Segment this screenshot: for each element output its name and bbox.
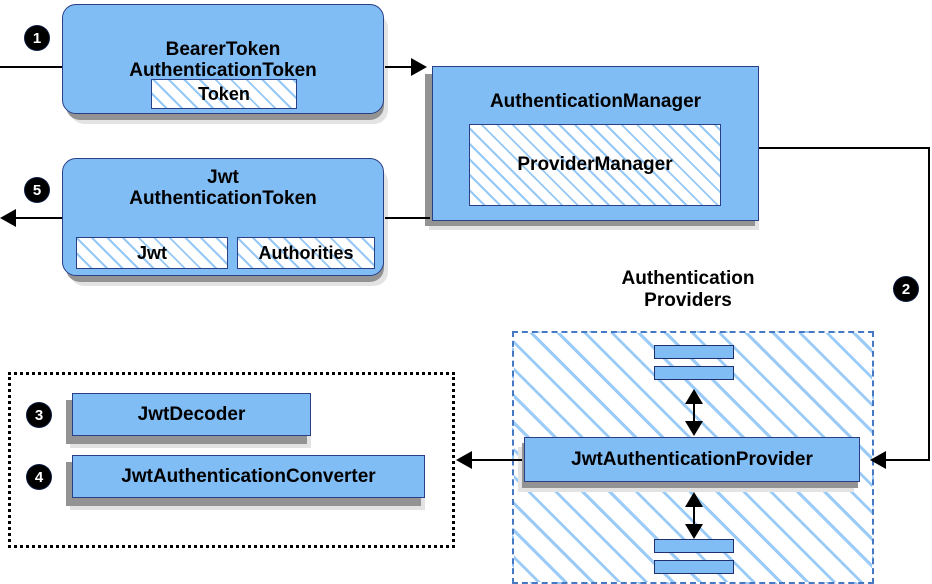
connector-right-down — [928, 147, 930, 460]
arrowhead-response-out — [0, 209, 16, 227]
jwt-token-slot-jwt-label: Jwt — [136, 242, 167, 263]
bearer-token-title-line1: BearerToken — [165, 38, 281, 60]
badge-step-1: 1 — [25, 26, 49, 50]
arrowhead-bottom-up — [685, 492, 703, 507]
authentication-providers-label-line1: Authentication — [621, 268, 755, 289]
arrowhead-to-decoders — [456, 451, 472, 469]
authentication-manager-title: AuthenticationManager — [489, 91, 702, 112]
jwt-token-slot-jwt[interactable]: Jwt — [76, 237, 228, 269]
jwt-authentication-converter-node[interactable]: JwtAuthenticationConverter — [72, 455, 425, 498]
arrowhead-to-manager — [411, 58, 427, 76]
jwt-support-components-region — [8, 372, 455, 548]
connector-bottom-double — [693, 499, 695, 529]
badge-step-3: 3 — [27, 403, 51, 427]
provider-manager-label: ProviderManager — [517, 154, 673, 175]
jwt-token-slot-authorities[interactable]: Authorities — [237, 237, 375, 269]
badge-step-4: 4 — [27, 465, 51, 489]
provider-stub-top-2 — [654, 366, 734, 380]
connector-provider-to-decoders — [470, 459, 522, 461]
jwt-authentication-provider-node[interactable]: JwtAuthenticationProvider — [524, 437, 860, 482]
authentication-providers-label-line2: Providers — [644, 289, 732, 311]
provider-manager-inner-box[interactable]: ProviderManager — [469, 124, 721, 206]
badge-step-5: 5 — [25, 178, 49, 202]
authentication-providers-label: Authentication Providers — [588, 268, 788, 312]
badge-step-2: 2 — [894, 277, 918, 301]
arrowhead-top-up — [685, 389, 703, 404]
connector-request-in — [0, 66, 70, 68]
provider-stub-bottom-1 — [654, 539, 734, 553]
connector-jwt-token-out — [10, 217, 72, 219]
jwt-token-title-line1: Jwt — [207, 167, 239, 188]
connector-bearer-to-manager — [385, 66, 425, 68]
jwt-authentication-provider-label: JwtAuthenticationProvider — [571, 448, 813, 470]
provider-stub-bottom-2 — [654, 560, 734, 574]
bearer-token-slot-token[interactable]: Token — [151, 79, 297, 109]
arrowhead-into-provider — [870, 451, 886, 469]
jwt-decoder-node[interactable]: JwtDecoder — [72, 393, 311, 436]
jwt-token-title-line2: AuthenticationToken — [129, 188, 317, 210]
connector-manager-right — [758, 147, 930, 149]
arrowhead-top-down — [685, 421, 703, 436]
jwt-token-slot-authorities-label: Authorities — [258, 242, 354, 263]
provider-stub-top-1 — [654, 345, 734, 359]
connector-top-double — [693, 396, 695, 426]
jwt-authentication-converter-label: JwtAuthenticationConverter — [121, 465, 376, 487]
connector-into-provider — [886, 459, 930, 461]
arrowhead-bottom-down — [685, 524, 703, 539]
jwt-decoder-label: JwtDecoder — [137, 403, 246, 425]
bearer-token-slot-token-label: Token — [198, 83, 250, 104]
bearer-token-title-line2: AuthenticationToken — [129, 60, 317, 81]
connector-manager-to-jwt-token — [385, 217, 430, 219]
